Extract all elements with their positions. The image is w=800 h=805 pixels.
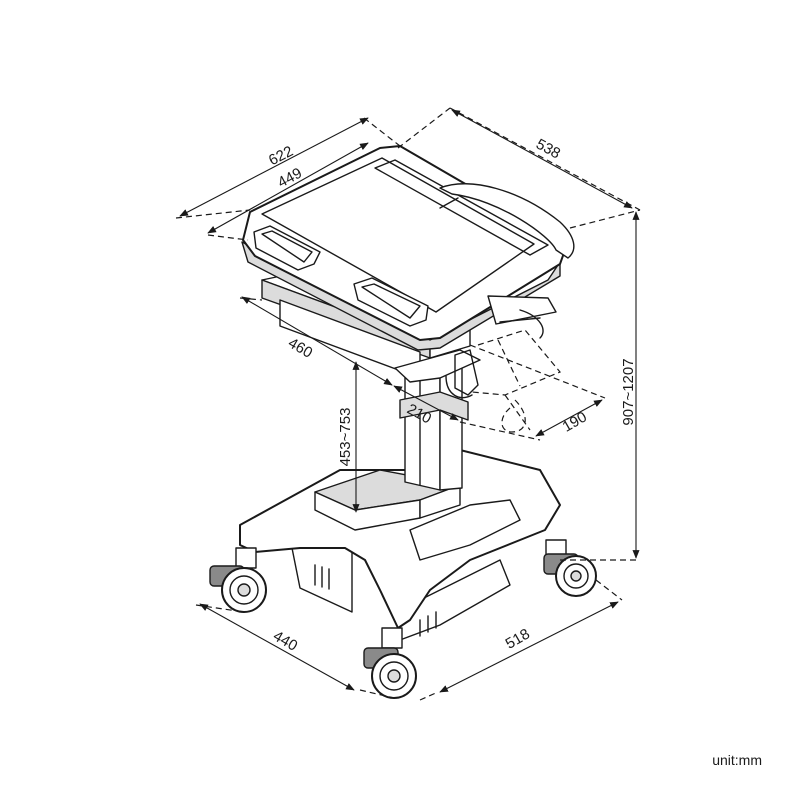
dim-label-538: 538 bbox=[533, 136, 563, 163]
dim-label-518: 518 bbox=[503, 625, 533, 652]
dim-label-440: 440 bbox=[270, 627, 300, 654]
dimension-lines bbox=[179, 109, 640, 693]
caster-front bbox=[363, 627, 417, 699]
dim-label-190: 190 bbox=[560, 408, 590, 435]
caster-right bbox=[543, 539, 597, 597]
dim-label-453-753: 453~753 bbox=[337, 408, 354, 467]
cart-base bbox=[239, 444, 561, 641]
dim-label-622: 622 bbox=[266, 143, 296, 170]
dim-label-907-1207: 907~1207 bbox=[620, 358, 637, 425]
caster-left bbox=[209, 547, 267, 613]
dim-label-460: 460 bbox=[285, 334, 315, 361]
unit-label: unit:mm bbox=[712, 752, 762, 768]
